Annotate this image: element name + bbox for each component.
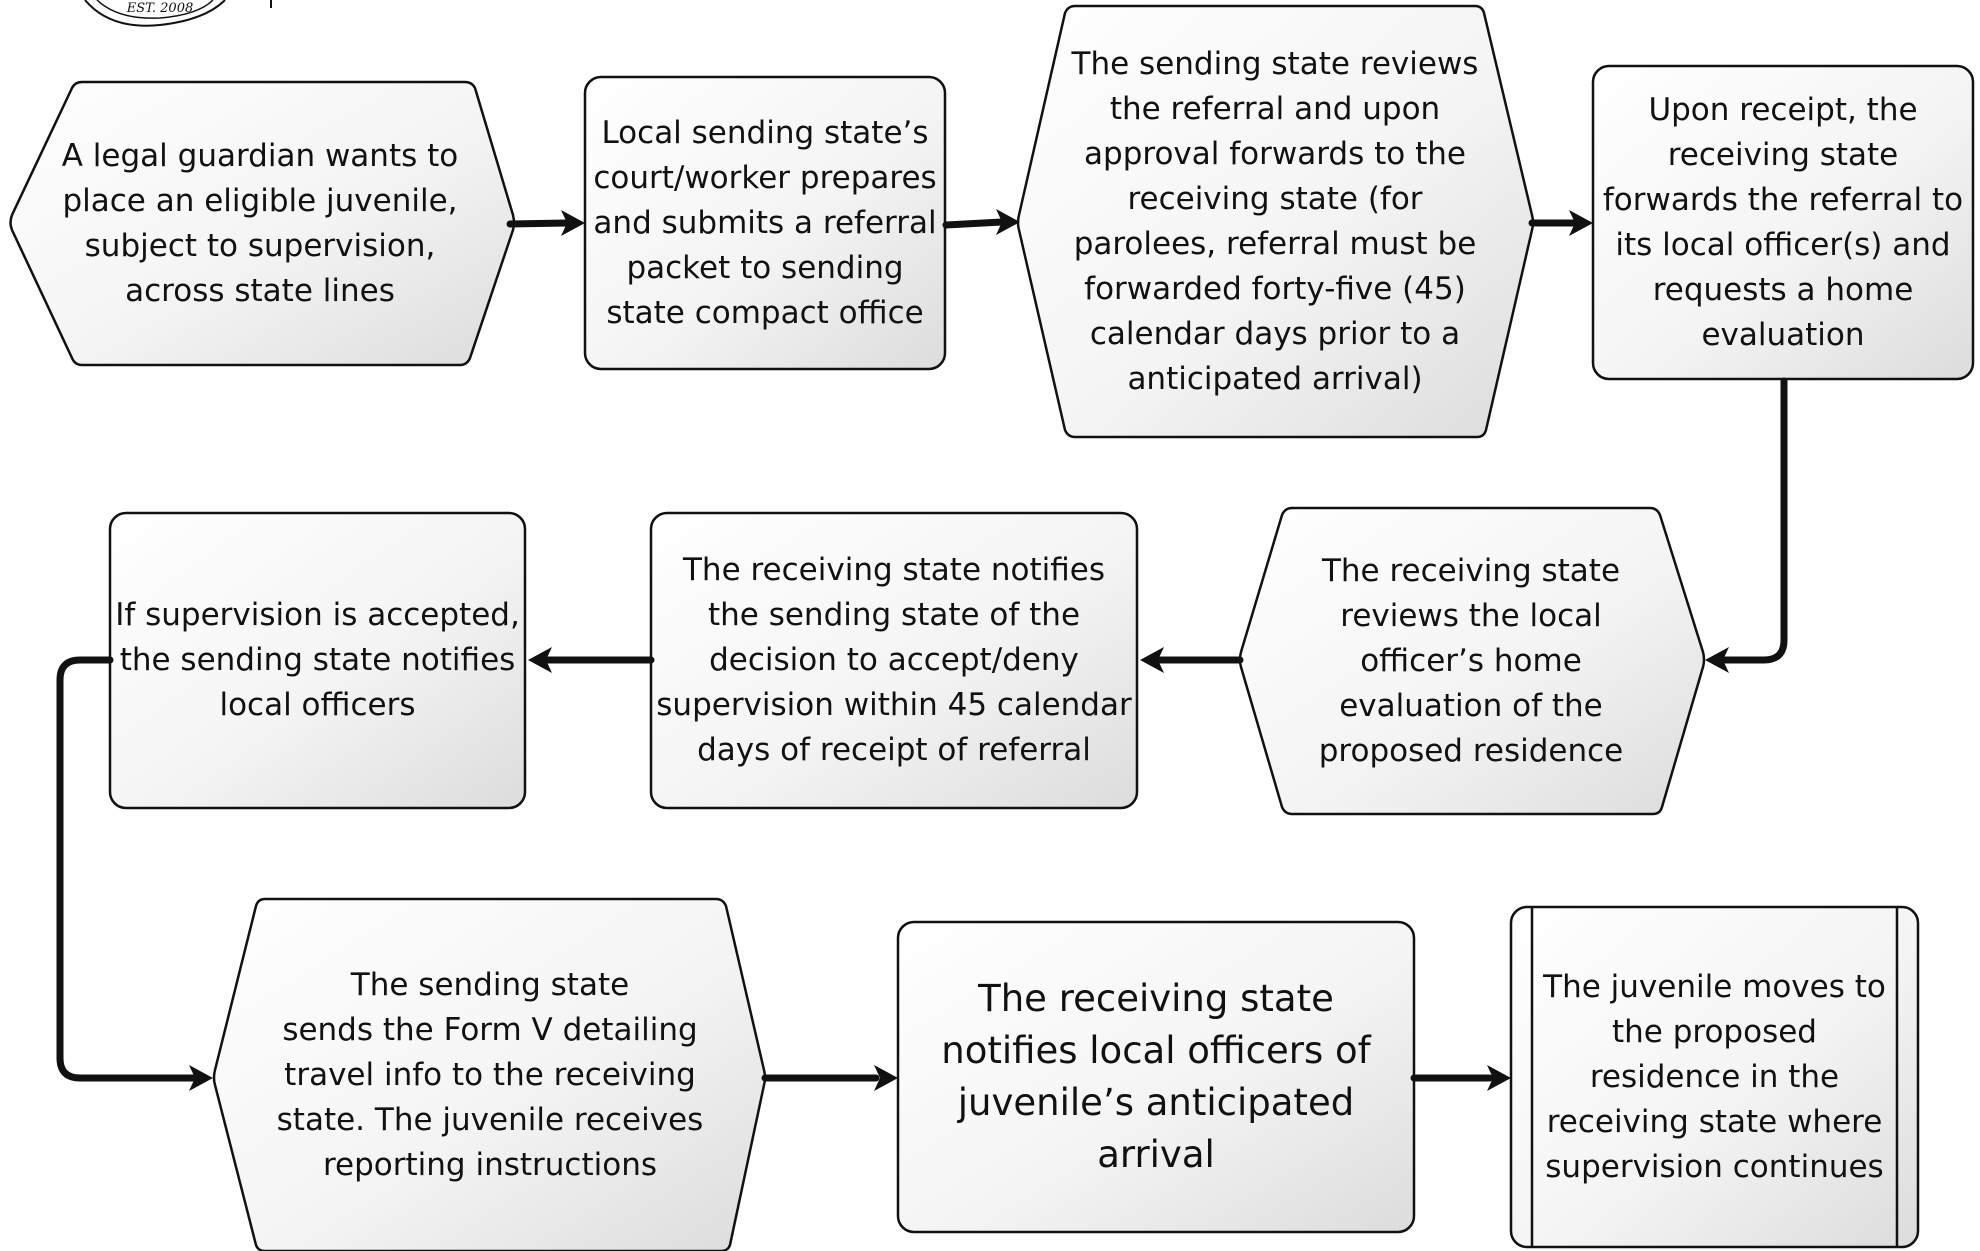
step-2-text: Local sending state’s court/worker prepa… [593, 114, 937, 331]
step-1: A legal guardian wants to place an eligi… [55, 82, 465, 365]
step-6: The receiving state notifies the sending… [656, 513, 1132, 808]
arrowhead-6-7 [528, 647, 552, 673]
step-6-text: The receiving state notifies the sending… [656, 552, 1132, 768]
step-8-shape [212, 897, 767, 1251]
step-7-text: If supervision is accepted, the sending … [115, 597, 520, 723]
step-10-text: The juvenile moves to the proposed resid… [1543, 968, 1886, 1185]
step-1-shape [9, 80, 516, 367]
step-5-shape [1238, 506, 1706, 816]
arrowhead-8-9 [874, 1065, 898, 1091]
step-9: The receiving state notifies local offic… [918, 922, 1394, 1232]
step-10: The juvenile moves to the proposed resid… [1538, 907, 1891, 1247]
step-1-text: A legal guardian wants to place an eligi… [61, 137, 459, 309]
connector-7-8 [56, 656, 199, 1082]
logo-seal-text: EST. 2008 [126, 1, 194, 16]
step-10-shape [1509, 905, 1920, 1249]
connector-4-5 [1721, 377, 1788, 664]
step-3-shape [1016, 4, 1535, 439]
step-8: The sending state sends the Form V detai… [270, 899, 710, 1251]
step-2: Local sending state’s court/worker prepa… [590, 77, 940, 369]
step-9-text: The receiving state notifies local offic… [941, 977, 1371, 1176]
step-5: The receiving state reviews the local of… [1310, 508, 1632, 814]
step-5-text: The receiving state reviews the local of… [1318, 552, 1624, 769]
step-3-text: The sending state reviews the referral a… [1071, 45, 1479, 397]
logo-seal: EST. 2008 [84, 0, 272, 27]
step-3: The sending state reviews the referral a… [1070, 6, 1480, 437]
step-8-text: The sending state sends the Form V detai… [276, 966, 704, 1183]
connector-1-2 [506, 219, 571, 228]
arrowhead-9-10 [1487, 1065, 1511, 1091]
connector-2-3 [942, 218, 1006, 229]
arrowhead-3-4 [1569, 210, 1593, 236]
arrowhead-2-3 [996, 209, 1020, 235]
arrowhead-5-6 [1140, 647, 1164, 673]
arrowhead-1-2 [561, 210, 585, 236]
arrowhead-4-5 [1705, 647, 1729, 673]
arrowhead-7-8 [189, 1065, 213, 1091]
step-4-text: Upon receipt, the receiving state forwar… [1602, 91, 1964, 353]
step-4: Upon receipt, the receiving state forwar… [1598, 66, 1968, 379]
step-7: If supervision is accepted, the sending … [115, 513, 520, 808]
